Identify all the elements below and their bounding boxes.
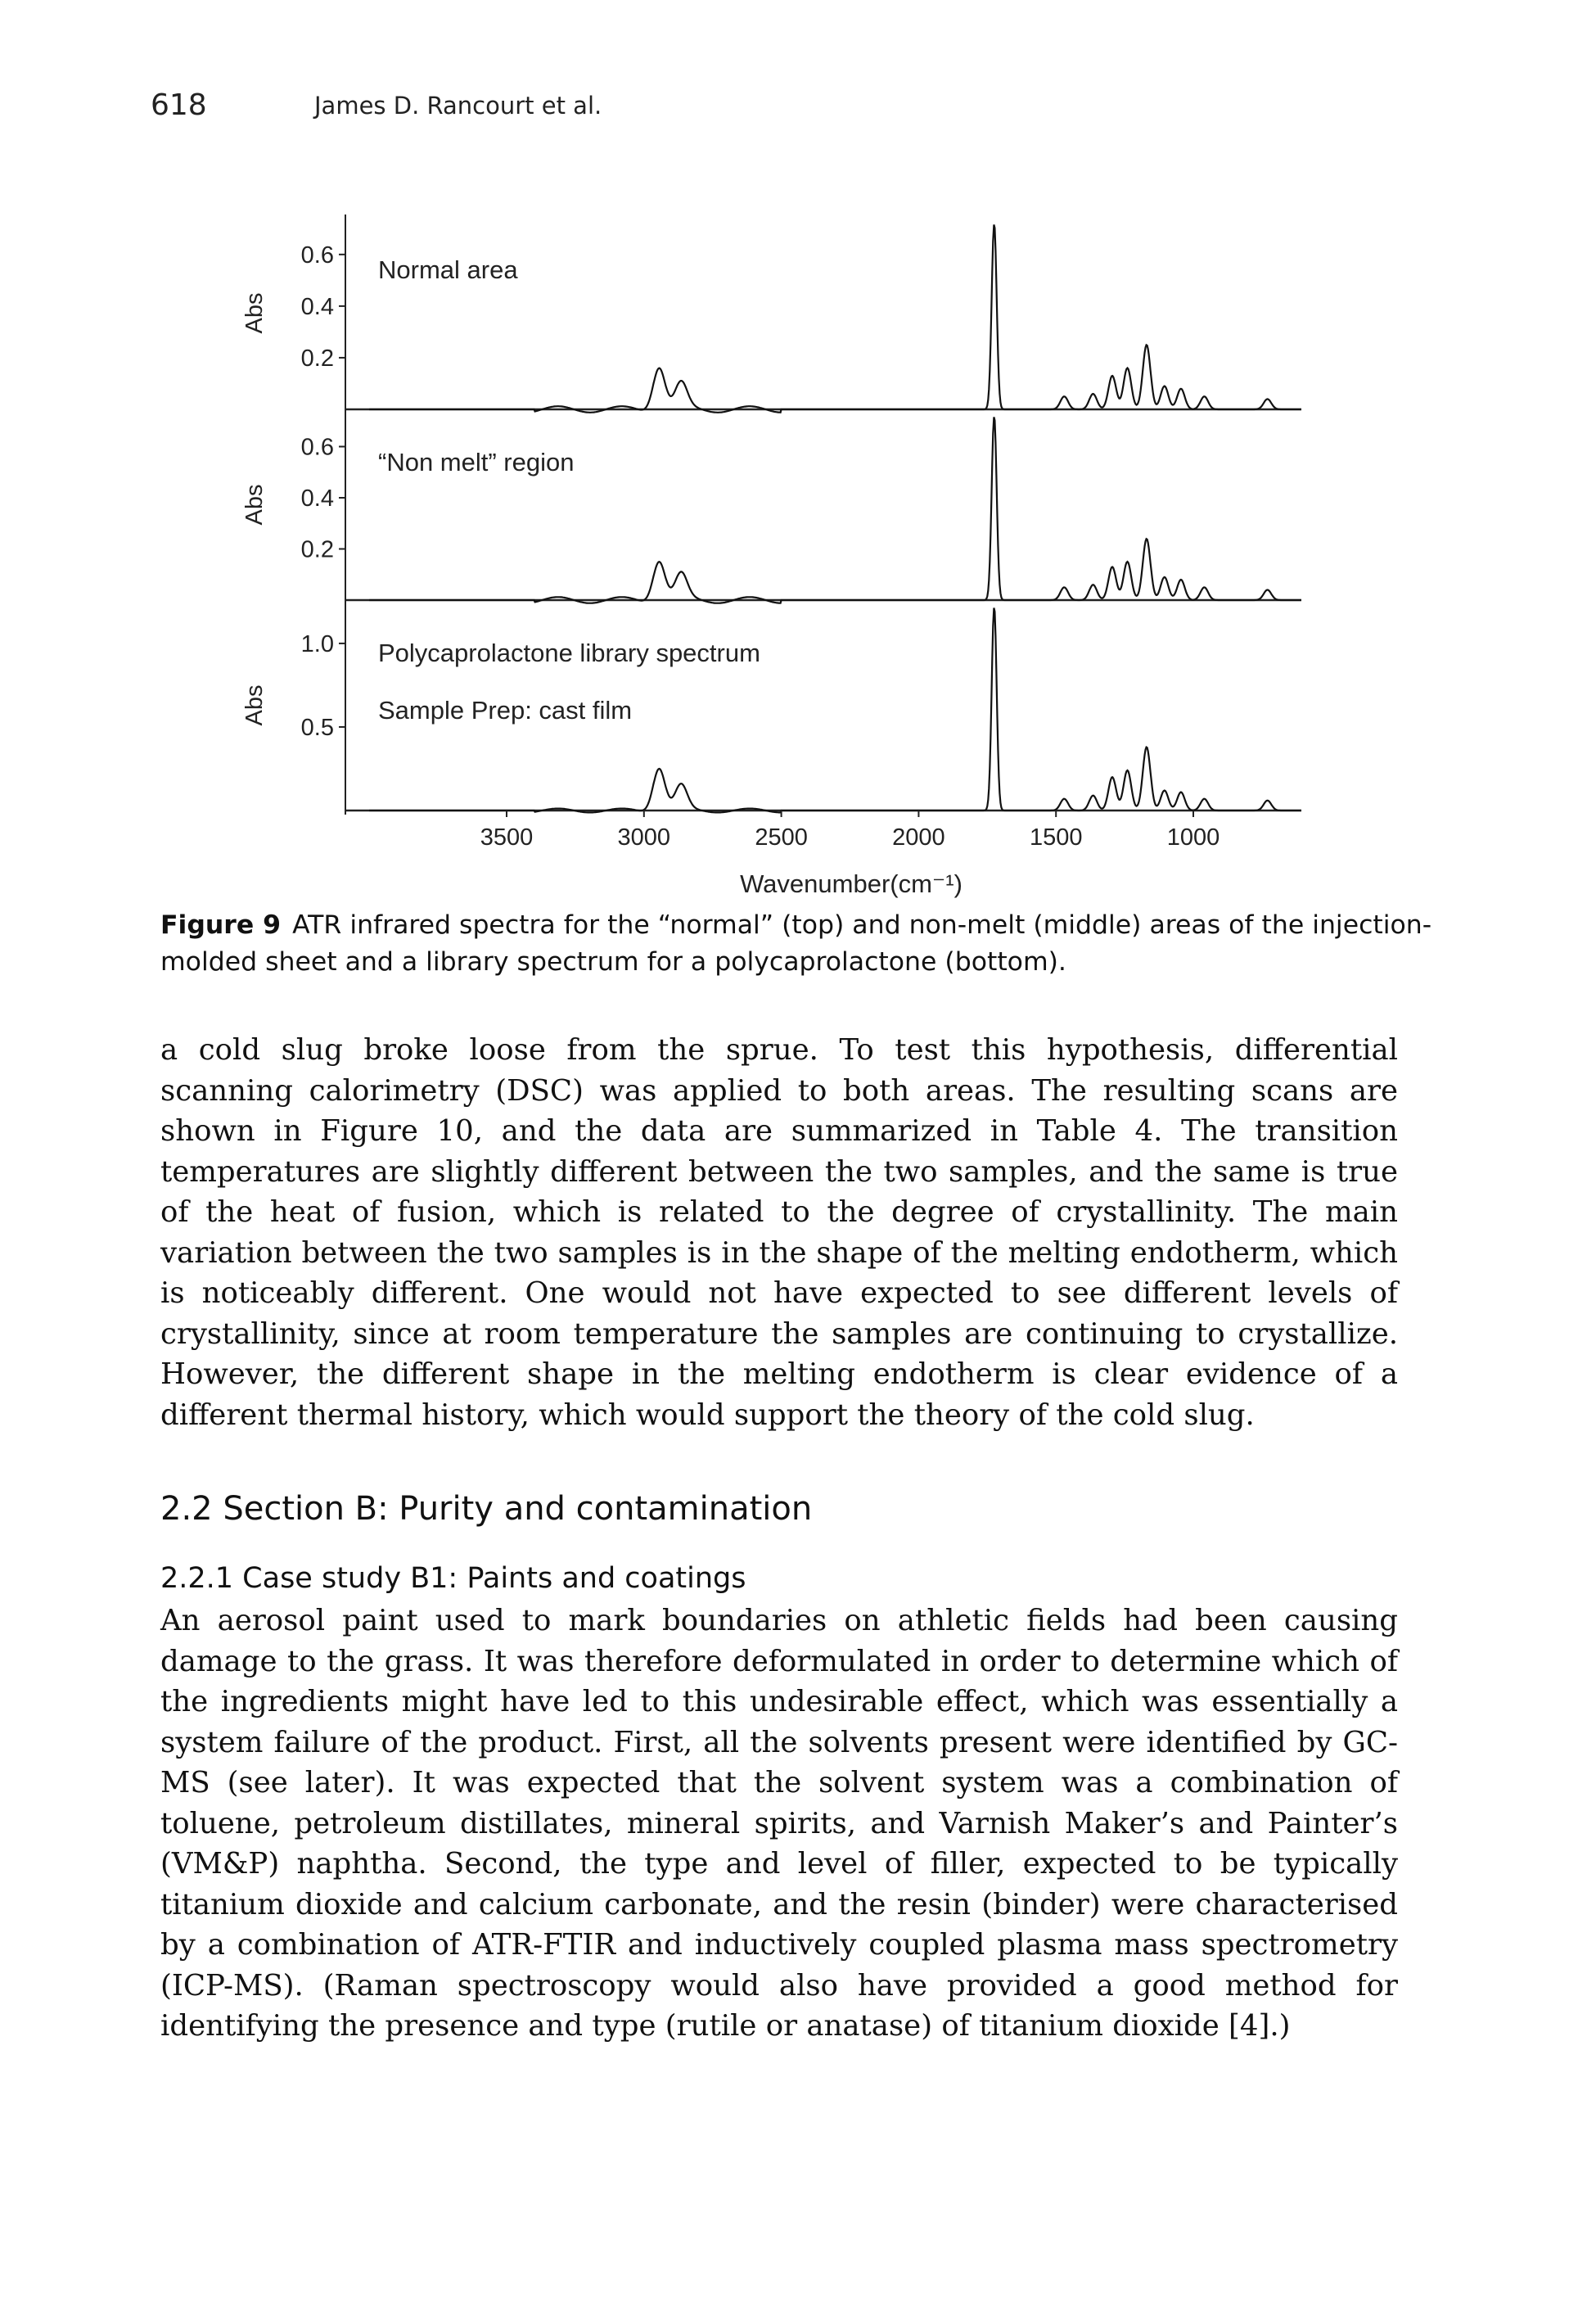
- y-tick-label: 0.4: [301, 485, 334, 512]
- x-tick-label: 1000: [1167, 824, 1220, 851]
- x-tick-label: 3500: [480, 824, 534, 851]
- page-header: 618 James D. Rancourt et al.: [151, 82, 1460, 131]
- panel-annotation: Polycaprolactone library spectrum: [378, 639, 760, 667]
- y-axis-label: Abs: [241, 293, 268, 334]
- y-axis-label: Abs: [241, 485, 268, 526]
- y-tick-label: 0.6: [301, 435, 334, 461]
- paragraph-paints: An aerosol paint used to mark boundaries…: [160, 1604, 1398, 2043]
- spectrum-line: [369, 224, 1301, 413]
- x-tick-label: 2500: [755, 824, 808, 851]
- page-number: 618: [151, 88, 207, 122]
- y-tick-label: 0.5: [301, 715, 334, 741]
- y-axis-label: Abs: [241, 685, 268, 726]
- x-tick-label: 3000: [618, 824, 671, 851]
- x-tick-label: 2000: [892, 824, 945, 851]
- section-heading: 2.2 Section B: Purity and contamination: [160, 1490, 813, 1528]
- y-tick-label: 0.4: [301, 294, 334, 320]
- y-tick-label: 0.6: [301, 242, 334, 269]
- subsection-heading: 2.2.1 Case study B1: Paints and coatings: [160, 1562, 746, 1595]
- x-tick-label: 1500: [1030, 824, 1083, 851]
- figure-caption-text: ATR infrared spectra for the “normal” (t…: [160, 910, 1432, 977]
- spectrum-line: [369, 417, 1301, 604]
- y-tick-label: 1.0: [301, 631, 334, 657]
- spectrum-line: [369, 607, 1301, 814]
- x-axis-label: Wavenumber(cm⁻¹): [740, 869, 963, 898]
- panel-annotation: Sample Prep: cast film: [378, 696, 632, 725]
- panel-annotation: “Non melt” region: [378, 448, 574, 476]
- panel-annotation: Normal area: [378, 255, 518, 284]
- y-tick-label: 0.2: [301, 537, 334, 563]
- y-tick-label: 0.2: [301, 345, 334, 372]
- figure-label: Figure 9: [160, 910, 282, 940]
- paragraph-dsc: a cold slug broke loose from the sprue. …: [160, 1033, 1398, 1432]
- running-head: James D. Rancourt et al.: [314, 92, 602, 120]
